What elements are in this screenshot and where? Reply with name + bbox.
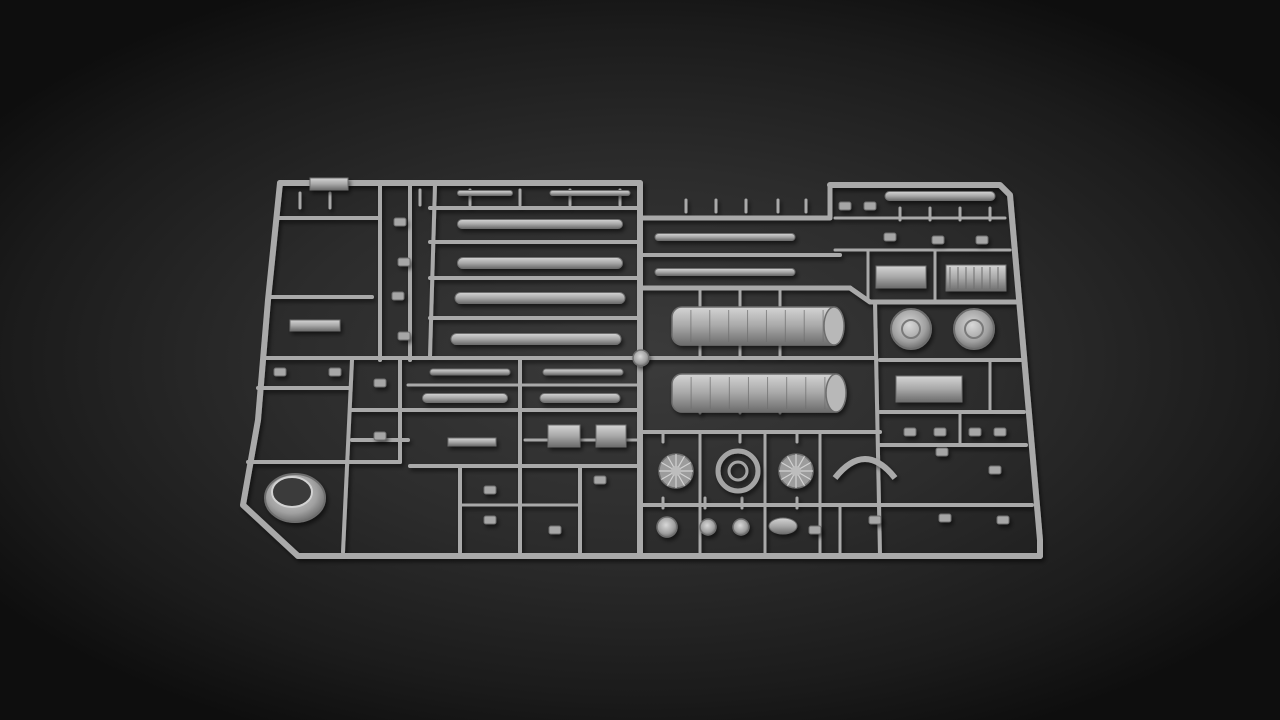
- small-detail-part: [938, 513, 952, 523]
- small-detail-part: [397, 257, 411, 267]
- missile-part: [457, 257, 623, 269]
- engine-nozzle-part: [671, 373, 847, 413]
- small-detail-part: [328, 367, 342, 377]
- small-detail-part: [988, 465, 1002, 475]
- sprue-frame-right: [827, 182, 1043, 559]
- rail-part: [457, 190, 513, 196]
- small-detail-part: [393, 217, 407, 227]
- small-detail-part: [808, 525, 822, 535]
- small-detail-part: [931, 235, 945, 245]
- small-detail-part: [397, 331, 411, 341]
- pylon-part: [429, 368, 511, 376]
- sprue-runner: [873, 300, 882, 558]
- small-detail-part: [993, 427, 1007, 437]
- engine-ring-inner: [727, 460, 749, 482]
- wheel-part: [953, 308, 995, 350]
- small-detail-part: [483, 485, 497, 495]
- small-detail-part: [863, 201, 877, 211]
- small-disc-part: [656, 516, 678, 538]
- small-detail-part: [903, 427, 917, 437]
- compressor-fan-part-hub: [670, 465, 682, 477]
- sprue-runner: [428, 183, 437, 358]
- small-detail-part: [593, 475, 607, 485]
- engine-nozzle-part-body: [671, 306, 843, 346]
- frame-part: [447, 437, 497, 447]
- sprue-frame-top-right: [637, 182, 833, 221]
- small-detail-part: [883, 232, 897, 242]
- small-detail-part: [935, 447, 949, 457]
- engine-nozzle-part-body: [671, 373, 845, 413]
- small-detail-part: [483, 515, 497, 525]
- engine-ring-part: [715, 448, 761, 494]
- seat-part: [547, 424, 581, 448]
- small-detail-part: [996, 515, 1010, 525]
- small-detail-part: [838, 201, 852, 211]
- pylon-part: [542, 368, 624, 376]
- missile-part: [454, 292, 626, 304]
- missile-part: [457, 219, 623, 229]
- small-disc-part: [699, 518, 717, 536]
- sprue-runner: [847, 285, 1021, 305]
- missile-part: [654, 233, 796, 241]
- small-detail-part: [868, 515, 882, 525]
- sprue-runner: [341, 358, 354, 554]
- small-detail-part: [373, 378, 387, 388]
- sprue-center-hub: [632, 349, 650, 367]
- compressor-fan-part-hub: [790, 465, 802, 477]
- missile-part: [654, 268, 796, 276]
- cockpit-panel-part: [875, 265, 927, 289]
- wheel-part-hub: [964, 319, 984, 339]
- small-detail-part: [373, 431, 387, 441]
- wheel-part-hub: [901, 319, 921, 339]
- pylon-part: [422, 393, 508, 403]
- landing-gear-arch-part: [832, 456, 898, 480]
- small-disc-part: [732, 518, 750, 536]
- wheel-part: [890, 308, 932, 350]
- small-detail-part: [548, 525, 562, 535]
- engine-nozzle-part: [671, 306, 845, 346]
- rail-part: [549, 190, 631, 196]
- small-detail-part: [975, 235, 989, 245]
- small-detail-part: [933, 427, 947, 437]
- gun-part: [309, 177, 349, 191]
- fuselage-strip-part: [884, 191, 996, 201]
- engine-nozzle-part-exhaust: [825, 373, 847, 413]
- bracket-part: [289, 319, 341, 332]
- cylinder-part-opening: [271, 476, 313, 508]
- fairing-part: [768, 517, 798, 535]
- small-detail-part: [968, 427, 982, 437]
- grille-panel-part: [945, 264, 1007, 292]
- missile-part: [450, 333, 622, 345]
- small-detail-part: [391, 291, 405, 301]
- instrument-panel-part: [895, 375, 963, 403]
- engine-nozzle-part-exhaust: [823, 306, 845, 346]
- small-detail-part: [273, 367, 287, 377]
- seat-part: [595, 424, 627, 448]
- pylon-part: [539, 393, 621, 403]
